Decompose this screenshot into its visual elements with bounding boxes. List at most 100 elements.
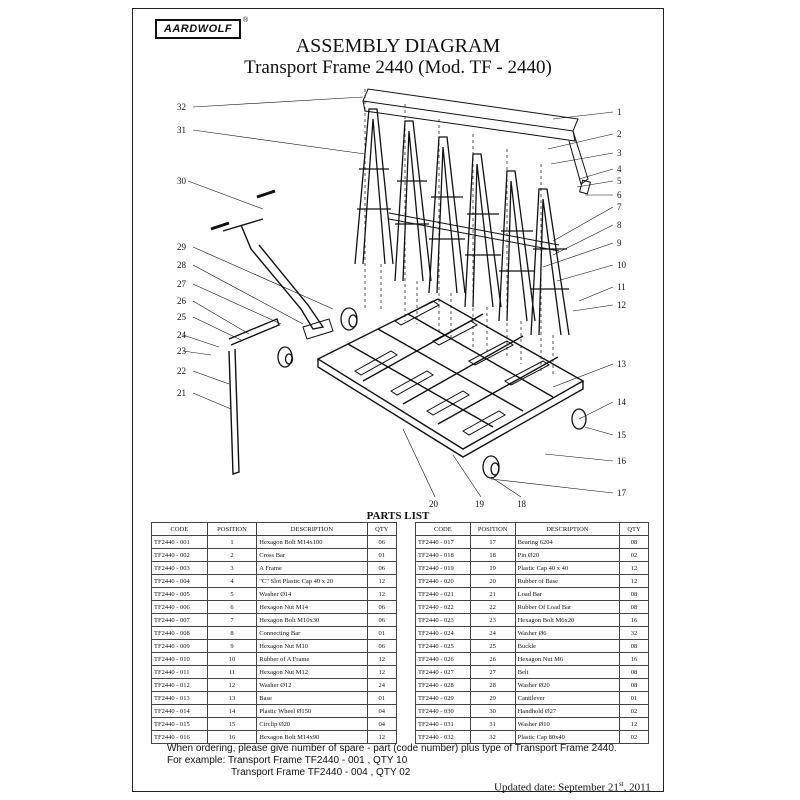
cell-position: 9 [206, 639, 258, 653]
cell-code: TF2440 - 009 [151, 639, 208, 653]
callout-17: 17 [617, 488, 627, 498]
cell-position: 24 [469, 626, 516, 640]
cell-description: Washer Ø10 [514, 717, 621, 731]
cell-position: 8 [206, 626, 258, 640]
cell-qty: 04 [366, 704, 398, 718]
cell-qty: 12 [366, 730, 398, 744]
parts-table-left: CODE POSITION DESCRIPTION QTY TF2440 - 0… [151, 522, 398, 744]
cell-description: Hexagon Nut M14 [256, 600, 368, 614]
cell-code: TF2440 - 008 [151, 626, 208, 640]
table-header-row: CODE POSITION DESCRIPTION QTY [151, 522, 398, 536]
cell-code: TF2440 - 026 [415, 652, 471, 666]
table-header-row: CODE POSITION DESCRIPTION QTY [415, 522, 649, 536]
cell-qty: 01 [366, 691, 398, 705]
callout-28: 28 [177, 260, 187, 270]
cell-qty: 08 [619, 678, 649, 692]
cell-description: Hexagon Bolt M14x90 [256, 730, 368, 744]
cell-qty: 04 [366, 717, 398, 731]
cell-qty: 02 [619, 548, 649, 562]
cell-position: 19 [469, 561, 516, 575]
callout-22: 22 [177, 366, 186, 376]
cell-code: TF2440 - 025 [415, 639, 471, 653]
cell-position: 3 [206, 561, 258, 575]
cell-description: A Frame [256, 561, 368, 575]
cell-description: Rubber of A Frame [256, 652, 368, 666]
cell-code: TF2440 - 016 [151, 730, 208, 744]
cell-position: 22 [469, 600, 516, 614]
cell-qty: 06 [366, 535, 398, 549]
cell-description: Washer Ø6 [514, 626, 621, 640]
callout-9: 9 [617, 238, 622, 248]
cell-qty: 12 [619, 574, 649, 588]
col-qty: QTY [619, 522, 649, 536]
cell-code: TF2440 - 007 [151, 613, 208, 627]
col-description: DESCRIPTION [514, 522, 621, 536]
example-line-2: Transport Frame TF2440 - 004 , QTY 02 [231, 767, 411, 778]
cell-position: 29 [469, 691, 516, 705]
callout-16: 16 [617, 456, 627, 466]
load-bars [354, 300, 550, 436]
callout-6: 6 [617, 190, 622, 200]
col-position: POSITION [206, 522, 258, 536]
updated-date: Updated date: September 21st, 2011 [494, 780, 651, 794]
cell-position: 17 [469, 535, 516, 549]
cell-position: 2 [206, 548, 258, 562]
ordering-note: When ordering, please give number of spa… [167, 743, 617, 754]
cell-position: 12 [206, 678, 258, 692]
callout-32: 32 [177, 102, 186, 112]
callout-13: 13 [617, 359, 627, 369]
cell-position: 4 [206, 574, 258, 588]
cell-qty: 08 [619, 535, 649, 549]
callout-2: 2 [617, 129, 622, 139]
cell-position: 15 [206, 717, 258, 731]
cell-position: 7 [206, 613, 258, 627]
cell-description: Plastic Cap 40 x 40 [514, 561, 621, 575]
cell-qty: 12 [366, 652, 398, 666]
col-code: CODE [415, 522, 471, 536]
cell-description: Hexagon Nut M12 [256, 665, 368, 679]
callout-3: 3 [617, 148, 622, 158]
cell-qty: 12 [366, 574, 398, 588]
cell-description: Hexagon Bolt M14x100 [256, 535, 368, 549]
callout-1: 1 [617, 107, 622, 117]
cell-position: 23 [469, 613, 516, 627]
cell-description: Bearing 6204 [514, 535, 621, 549]
handle [222, 218, 325, 330]
cell-code: TF2440 - 032 [415, 730, 471, 744]
cell-position: 6 [206, 600, 258, 614]
cell-position: 13 [206, 691, 258, 705]
cell-description: Belt [514, 665, 621, 679]
example-line-1: For example: Transport Frame TF2440 - 00… [167, 755, 408, 766]
cell-description: Cross Bar [256, 548, 368, 562]
cell-position: 26 [469, 652, 516, 666]
cell-position: 32 [469, 730, 516, 744]
cell-code: TF2440 - 022 [415, 600, 471, 614]
cell-description: Hexagon Nut M10 [256, 639, 368, 653]
cell-qty: 12 [619, 717, 649, 731]
cell-code: TF2440 - 028 [415, 678, 471, 692]
cell-code: TF2440 - 019 [415, 561, 471, 575]
wheels [277, 307, 587, 479]
callout-23: 23 [177, 346, 187, 356]
cell-description: Washer Ø20 [514, 678, 621, 692]
cell-qty: 24 [366, 678, 398, 692]
page-subtitle: Transport Frame 2440 (Mod. TF - 2440) [244, 57, 552, 78]
callout-20: 20 [429, 499, 439, 509]
callout-31: 31 [177, 125, 186, 135]
cell-qty: 12 [366, 587, 398, 601]
cell-description: Hexagon Bolt M6x20 [514, 613, 621, 627]
cell-code: TF2440 - 029 [415, 691, 471, 705]
cell-description: "C" Slot Plastic Cap 40 x 20 [256, 574, 368, 588]
